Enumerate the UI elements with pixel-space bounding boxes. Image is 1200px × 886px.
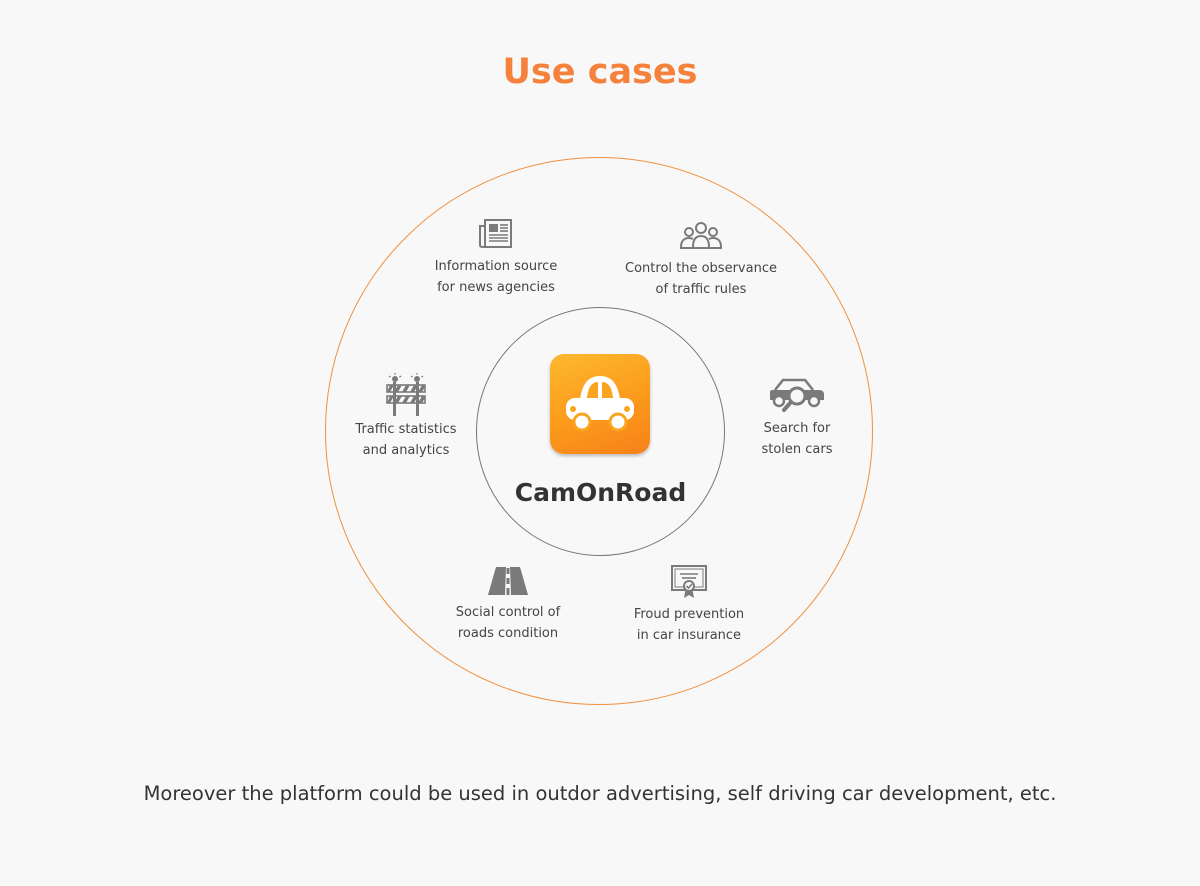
car-app-icon	[550, 354, 650, 454]
use-case-line1: Control the observance	[625, 261, 777, 276]
people-group-icon	[680, 222, 722, 249]
use-case-line1: Information source	[434, 259, 558, 274]
inner-ring	[476, 307, 725, 556]
use-case-line1: Social control of	[455, 605, 561, 620]
use-case-label: Information source for news agencies	[406, 256, 586, 298]
use-case-insurance: Froud prevention in car insurance	[599, 564, 779, 646]
use-case-label: Search for stolen cars	[707, 418, 887, 460]
use-case-line2: stolen cars	[761, 442, 833, 457]
use-case-line2: of traffic rules	[655, 282, 747, 297]
use-case-label: Control the observance of traffic rules	[611, 258, 791, 300]
use-case-roads: Social control of roads condition	[418, 566, 598, 644]
use-case-label: Traffic statistics and analytics	[316, 419, 496, 461]
use-case-line1: Search for	[763, 421, 831, 436]
use-case-line2: for news agencies	[437, 280, 555, 295]
footer-note: Moreover the platform could be used in o…	[143, 782, 1057, 805]
road-barrier-icon	[386, 373, 426, 416]
road-icon	[488, 567, 528, 595]
use-case-line1: Traffic statistics	[355, 422, 457, 437]
use-case-news: Information source for news agencies	[406, 218, 586, 298]
use-case-statistics: Traffic statistics and analytics	[316, 373, 496, 461]
use-case-line2: in car insurance	[636, 628, 742, 643]
page-title: Use cases	[502, 52, 698, 92]
use-case-line2: roads condition	[457, 626, 559, 641]
certificate-icon	[671, 565, 707, 598]
use-case-label: Froud prevention in car insurance	[599, 604, 779, 646]
use-case-line1: Froud prevention	[633, 607, 745, 622]
use-case-stolen-cars: Search for stolen cars	[707, 376, 887, 460]
outer-ring	[325, 157, 873, 705]
car-search-icon	[770, 378, 824, 412]
use-case-line2: and analytics	[362, 443, 450, 458]
brand-name: CamOnRoad	[514, 478, 687, 507]
use-case-label: Social control of roads condition	[418, 602, 598, 644]
newspaper-icon	[479, 219, 512, 248]
use-case-traffic-rules: Control the observance of traffic rules	[611, 220, 791, 300]
